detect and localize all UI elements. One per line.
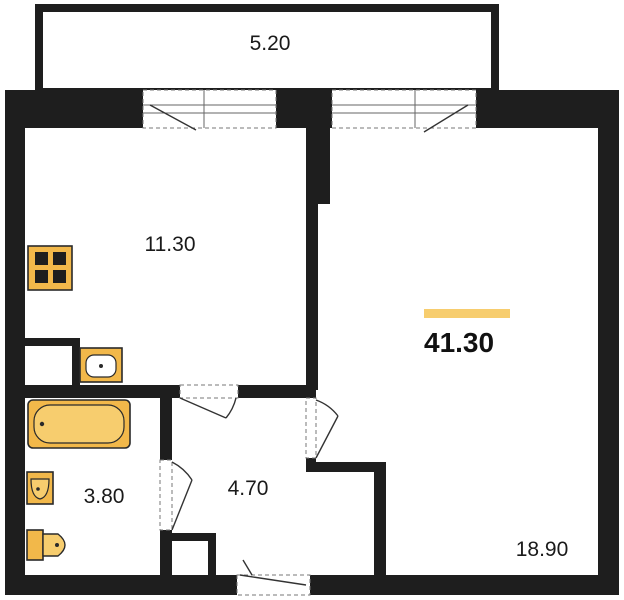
door-kitchen	[179, 384, 239, 419]
living-room-area: 18.90	[516, 538, 569, 561]
door-living	[305, 397, 339, 459]
door-entrance	[236, 559, 311, 596]
total-area-accent-bar	[424, 309, 510, 318]
kitchen-area: 11.30	[145, 233, 196, 256]
stove-icon	[27, 245, 73, 291]
window-left	[142, 89, 277, 131]
window-right	[331, 89, 477, 133]
bathroom-area: 3.80	[84, 485, 125, 508]
hall-area: 4.70	[228, 477, 269, 500]
balcony-area: 5.20	[250, 32, 291, 55]
exterior-walls	[5, 90, 619, 595]
bathtub-icon	[27, 399, 131, 449]
door-bathroom	[159, 459, 193, 531]
toilet-icon	[26, 529, 66, 561]
kitchen-sink-icon	[79, 347, 123, 383]
interior-walls	[25, 128, 386, 575]
total-area: 41.30	[424, 327, 494, 358]
washbasin-icon	[26, 471, 54, 505]
